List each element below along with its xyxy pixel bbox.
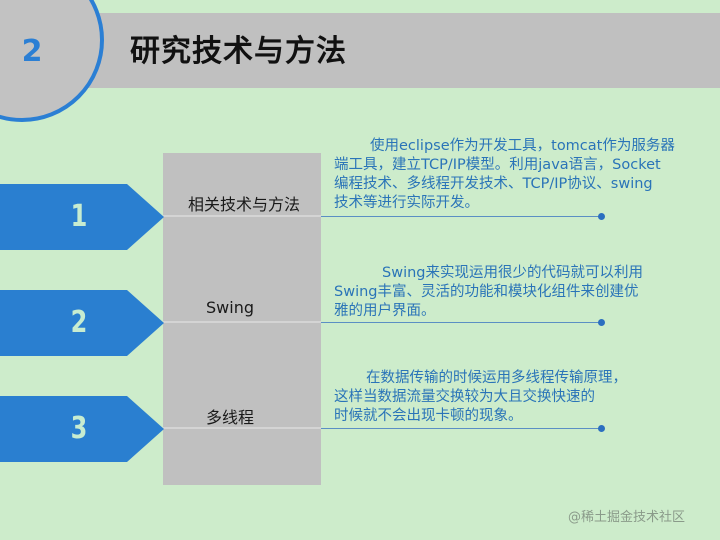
connector-line-3 xyxy=(321,428,601,429)
item-description-2: Swing来实现运用很少的代码就可以利用 Swing丰富、灵活的功能和模块化组件… xyxy=(334,264,704,321)
topic-panel xyxy=(163,153,321,485)
item-label-3: 多线程 xyxy=(206,408,255,427)
panel-divider-1 xyxy=(163,215,321,217)
connector-line-1 xyxy=(321,216,601,217)
desc-2-line-3: 雅的用户界面。 xyxy=(334,303,436,319)
desc-2-line-1: Swing来实现运用很少的代码就可以利用 xyxy=(382,265,643,281)
connector-dot-3 xyxy=(598,425,605,432)
desc-1-line-4: 技术等进行实际开发。 xyxy=(334,195,479,211)
item-description-3: 在数据传输的时候运用多线程传输原理， 这样当数据流量交换较为大且交换快速的 时候… xyxy=(334,369,704,426)
page-title: 研究技术与方法 xyxy=(130,34,347,69)
connector-dot-2 xyxy=(598,319,605,326)
title-bar xyxy=(0,13,720,88)
desc-3-line-3: 时候就不会出现卡顿的现象。 xyxy=(334,408,523,424)
section-number: 2 xyxy=(21,34,43,69)
arrow-number-1: 1 xyxy=(70,199,88,234)
arrow-tab-2: 2 xyxy=(0,290,164,356)
arrow-tab-1: 1 xyxy=(0,184,164,250)
item-label-1: 相关技术与方法 xyxy=(188,195,301,214)
desc-1-line-3: 编程技术、多线程开发技术、TCP/IP协议、swing xyxy=(334,176,653,192)
desc-2-line-2: Swing丰富、灵活的功能和模块化组件来创建优 xyxy=(334,284,639,300)
arrow-number-3: 3 xyxy=(70,411,88,446)
connector-line-2 xyxy=(321,322,601,323)
desc-3-line-2: 这样当数据流量交换较为大且交换快速的 xyxy=(334,389,595,405)
watermark: @稀土掘金技术社区 xyxy=(568,510,686,525)
item-label-2: Swing xyxy=(206,298,254,317)
panel-divider-3 xyxy=(163,427,321,429)
panel-divider-2 xyxy=(163,321,321,323)
arrow-tab-3: 3 xyxy=(0,396,164,462)
desc-1-line-2: 端工具，建立TCP/IP模型。利用java语言，Socket xyxy=(334,157,661,173)
desc-3-line-1: 在数据传输的时候运用多线程传输原理， xyxy=(366,370,627,386)
connector-dot-1 xyxy=(598,213,605,220)
item-description-1: 使用eclipse作为开发工具，tomcat作为服务器 端工具，建立TCP/IP… xyxy=(334,137,704,213)
arrow-number-2: 2 xyxy=(70,305,88,340)
desc-1-line-1: 使用eclipse作为开发工具，tomcat作为服务器 xyxy=(370,138,675,154)
